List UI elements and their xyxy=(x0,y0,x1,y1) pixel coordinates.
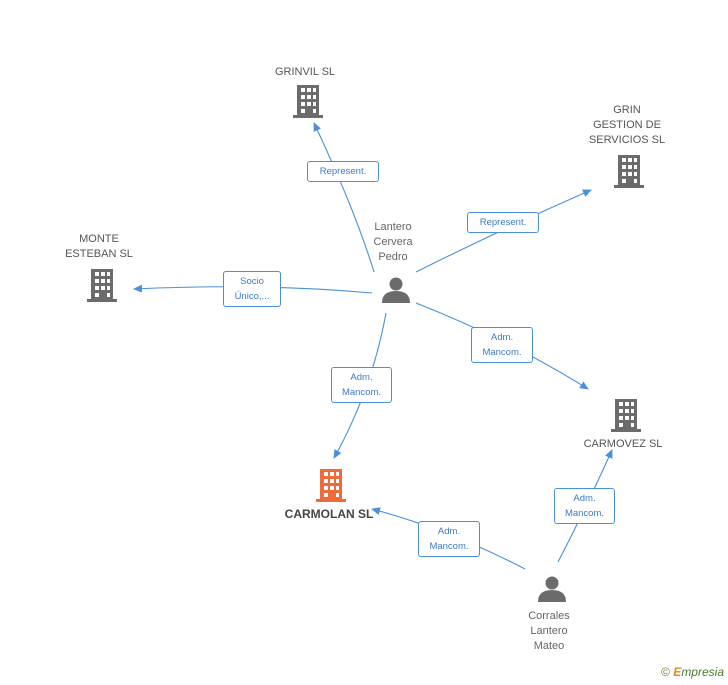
person-name-line: Cervera xyxy=(373,236,413,248)
copyright-symbol: © xyxy=(661,665,670,679)
company-label-grin[interactable]: GRIN GESTION DE SERVICIOS SL xyxy=(588,104,666,146)
edge-label-lantero-carmovez[interactable]: Adm. Mancom. xyxy=(471,327,533,363)
building-icon-grinvil xyxy=(293,85,323,118)
edge-label-text: Mancom. xyxy=(341,387,382,398)
empresia-logo: © Empresia xyxy=(661,665,724,679)
company-label-carmovez[interactable]: CARMOVEZ SL xyxy=(583,438,663,450)
building-icon-grin xyxy=(614,155,644,188)
edge-label-text: Adm. xyxy=(437,526,461,537)
building-icon-carmolan xyxy=(316,469,346,502)
edge-label-text: Socio xyxy=(240,276,264,287)
company-label-carmolan[interactable]: CARMOLAN SL xyxy=(284,507,374,521)
edge-label-text: Represent. xyxy=(319,166,367,177)
edge-lantero-grinvil xyxy=(313,122,375,273)
edge-label-text: Adm. xyxy=(573,493,596,504)
edge-label-lantero-grinvil[interactable]: Represent. xyxy=(307,161,379,182)
edge-label-text: Único,... xyxy=(234,291,270,302)
person-name-line: Lantero xyxy=(530,625,568,637)
brand-initial: E xyxy=(673,665,682,679)
edge-label-text: Mancom. xyxy=(564,508,605,519)
edge-label-corrales-carmovez[interactable]: Adm. Mancom. xyxy=(554,488,615,524)
company-label-grinvil[interactable]: GRINVIL SL xyxy=(274,66,336,78)
company-label-monte[interactable]: MONTE ESTEBAN SL xyxy=(65,233,133,260)
person-name-line: Pedro xyxy=(378,251,408,263)
edge-label-lantero-grin[interactable]: Represent. xyxy=(467,212,539,233)
edge-label-lantero-carmolan[interactable]: Adm. Mancom. xyxy=(331,367,392,403)
building-icon-monte xyxy=(87,269,117,302)
person-icon-corrales xyxy=(538,576,566,602)
building-icon-carmovez xyxy=(611,399,641,432)
edge-label-lantero-monte[interactable]: Socio Único,... xyxy=(223,271,281,307)
brand-name: mpresia xyxy=(681,665,724,679)
edge-label-corrales-carmolan[interactable]: Adm. Mancom. xyxy=(418,521,480,557)
person-name-line: Lantero xyxy=(374,221,412,233)
person-icon-lantero xyxy=(382,277,410,303)
person-name-line: Corrales xyxy=(528,610,570,622)
edge-label-text: Adm. xyxy=(350,372,373,383)
edge-label-text: Represent. xyxy=(479,217,527,228)
person-name-line: Mateo xyxy=(533,640,565,652)
person-label-lantero[interactable]: Lantero Cervera Pedro xyxy=(358,220,428,265)
edge-label-text: Mancom. xyxy=(429,541,469,552)
person-label-corrales[interactable]: Corrales Lantero Mateo xyxy=(514,609,584,654)
edge-label-text: Mancom. xyxy=(482,347,522,358)
edge-label-text: Adm. xyxy=(490,332,514,343)
